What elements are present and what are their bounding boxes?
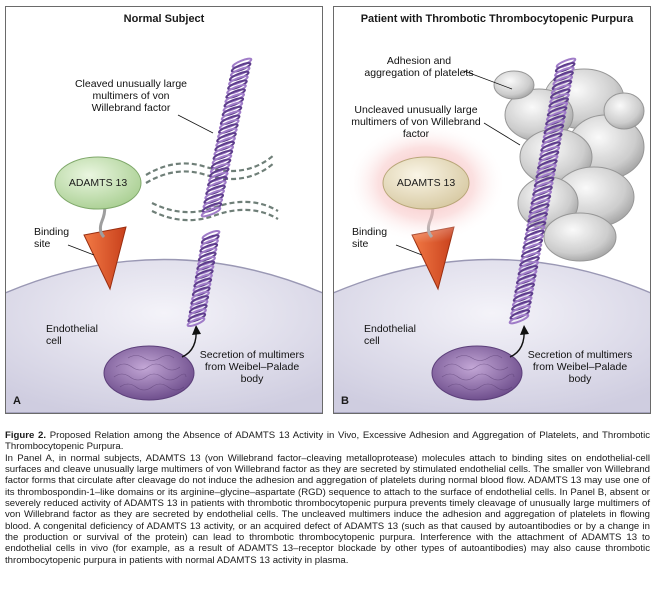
panel-a-letter: A — [13, 395, 21, 407]
figure-caption: Figure 2. Proposed Relation among the Ab… — [5, 430, 650, 566]
coil-loop — [225, 88, 246, 100]
label-secretion: Secretion of multimers from Weibel–Palad… — [199, 349, 305, 385]
platelet-aggregate — [493, 68, 645, 262]
coil-loop — [207, 175, 228, 187]
coil-loop — [224, 92, 246, 104]
label-endothelial-cell: Endothelial cell — [46, 323, 98, 347]
coil-loop — [212, 149, 234, 161]
panel-b-letter: B — [341, 395, 349, 407]
nucleus-texture — [441, 355, 515, 391]
vwf-coil-upper — [200, 57, 253, 218]
coil-loop — [220, 110, 242, 121]
coil-loop — [201, 202, 223, 213]
coil-loop — [228, 70, 250, 82]
vwf-coil-uncleaved — [508, 57, 577, 325]
caption-heading: Figure 2. Proposed Relation among the Ab… — [5, 430, 650, 453]
coil-loop — [203, 193, 225, 205]
endothelial-cell — [6, 258, 322, 413]
coil-loop — [223, 97, 245, 108]
coil-loop — [226, 83, 247, 95]
coil-loop — [200, 206, 222, 218]
coil-loop — [222, 101, 244, 113]
panel-a-illustration — [6, 57, 322, 413]
coil-loop — [211, 154, 233, 165]
coil-loop — [231, 57, 253, 69]
coil-loop — [215, 136, 236, 148]
binding-site-receptor — [83, 226, 127, 291]
coil-loop — [218, 123, 239, 135]
label-secretion: Secretion of multimers from Weibel–Palad… — [527, 349, 633, 385]
panel-a-title: Normal Subject — [123, 13, 205, 25]
coil-loop — [209, 162, 231, 174]
label-binding-site: Binding site — [34, 226, 70, 250]
coil-loop — [210, 158, 232, 170]
figure-title: Proposed Relation among the Absence of A… — [5, 430, 650, 453]
coil-loop — [186, 316, 206, 328]
label-binding-site: Binding site — [352, 226, 388, 250]
coil-loop — [229, 66, 251, 78]
coil-loop — [227, 79, 248, 91]
panel-b-illustration — [334, 57, 650, 413]
label-adhesion: Adhesion and aggregation of platelets — [364, 55, 474, 79]
label-cleaved-multimers: Cleaved unusually large multimers of von… — [74, 78, 188, 114]
coil-loop — [213, 145, 235, 157]
label-endothelial-cell: Endothelial cell — [364, 323, 416, 347]
label-uncleaved-multimers: Uncleaved unusually large multimers of v… — [351, 104, 481, 140]
endothelial-cell — [334, 258, 650, 413]
figure-label: Figure 2. — [5, 430, 47, 441]
label-adamts13: ADAMTS 13 — [68, 177, 128, 189]
panel-b: Patient with Thrombotic Thrombocytopenic… — [333, 6, 651, 414]
coil-loop — [230, 62, 252, 73]
adamts13-enzyme — [382, 156, 470, 210]
coil-loop — [206, 180, 227, 192]
panel-a: Normal Subject Cleaved unusually large m… — [5, 6, 323, 414]
coil-loop — [218, 118, 240, 130]
caption-body: In Panel A, in normal subjects, ADAMTS 1… — [5, 452, 650, 566]
panel-b-title: Patient with Thrombotic Thrombocytopenic… — [360, 13, 634, 25]
coil-loop — [221, 105, 243, 117]
coil-loop — [216, 132, 237, 143]
coil-loop — [204, 189, 225, 200]
weibel-palade-body — [431, 345, 523, 401]
coil-loop — [207, 171, 229, 183]
coil-loop — [214, 140, 235, 152]
label-adamts13: ADAMTS 13 — [396, 177, 456, 189]
weibel-palade-body — [103, 345, 195, 401]
coil-loop — [208, 167, 230, 178]
coil-loop — [219, 114, 241, 126]
nucleus-texture — [113, 355, 187, 391]
coil-loop — [508, 313, 530, 325]
coil-loop — [205, 184, 226, 196]
coil-loop — [217, 127, 238, 139]
coil-loop — [202, 197, 224, 209]
adamts13-enzyme — [54, 156, 142, 210]
coil-loop — [228, 75, 249, 86]
vwf-coil-lower — [186, 229, 221, 328]
